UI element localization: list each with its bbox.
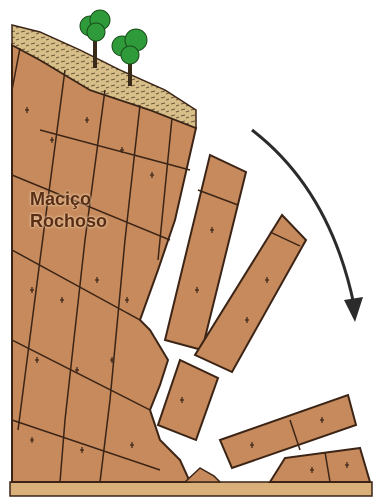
- massif-label-line1: Maciço: [30, 188, 107, 210]
- massif-label-line2: Rochoso: [30, 210, 107, 232]
- ground-strip: [10, 482, 372, 496]
- massif-label: Maciço Rochoso: [30, 188, 107, 232]
- fallen-block: [270, 448, 370, 482]
- falling-block-3: [158, 360, 218, 440]
- rubble: [185, 468, 220, 482]
